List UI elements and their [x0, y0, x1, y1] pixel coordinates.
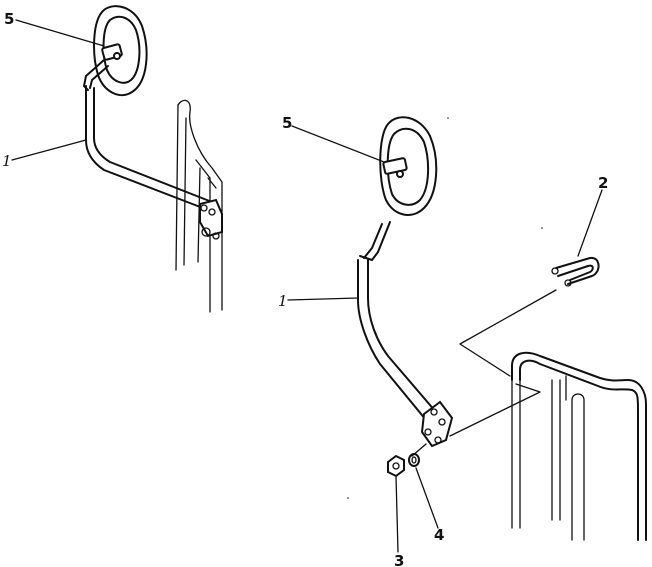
- right-mirror-pivot: [396, 170, 404, 178]
- left-assembly: [11, 5, 223, 313]
- plate-to-frame-line: [449, 383, 541, 437]
- left-stay-leader: [11, 139, 87, 161]
- nut-leader: [395, 475, 399, 553]
- callout-left-stay: 1: [2, 152, 12, 170]
- left-stay-plate: [199, 198, 223, 238]
- right-stay-leader: [287, 297, 359, 301]
- right-frame: [511, 351, 647, 541]
- callout-left-mirror: 5: [4, 10, 14, 28]
- left-mirror-leader: [15, 19, 105, 47]
- ubolt-to-frame-line: [459, 289, 557, 377]
- left-mirror-pivot: [113, 52, 121, 60]
- right-mirror-bracket: [382, 157, 408, 175]
- right-stay: [357, 221, 454, 448]
- callout-right-mirror: 5: [282, 114, 292, 132]
- callout-u-bolt: 2: [598, 174, 608, 192]
- right-stay-plate: [420, 400, 454, 448]
- washer: [408, 453, 420, 467]
- left-mirror: [93, 5, 148, 97]
- right-assembly: [287, 116, 647, 553]
- callout-right-stay: 1: [278, 292, 288, 310]
- u-bolt: [551, 256, 600, 287]
- washer-leader: [415, 467, 439, 529]
- right-mirror-leader: [291, 125, 385, 163]
- u-bolt-leader: [577, 189, 603, 257]
- nut: [387, 454, 405, 478]
- right-mirror: [379, 116, 438, 216]
- washer-to-plate-line: [411, 443, 427, 457]
- callout-nut: 3: [394, 552, 404, 567]
- callout-washer: 4: [434, 526, 444, 544]
